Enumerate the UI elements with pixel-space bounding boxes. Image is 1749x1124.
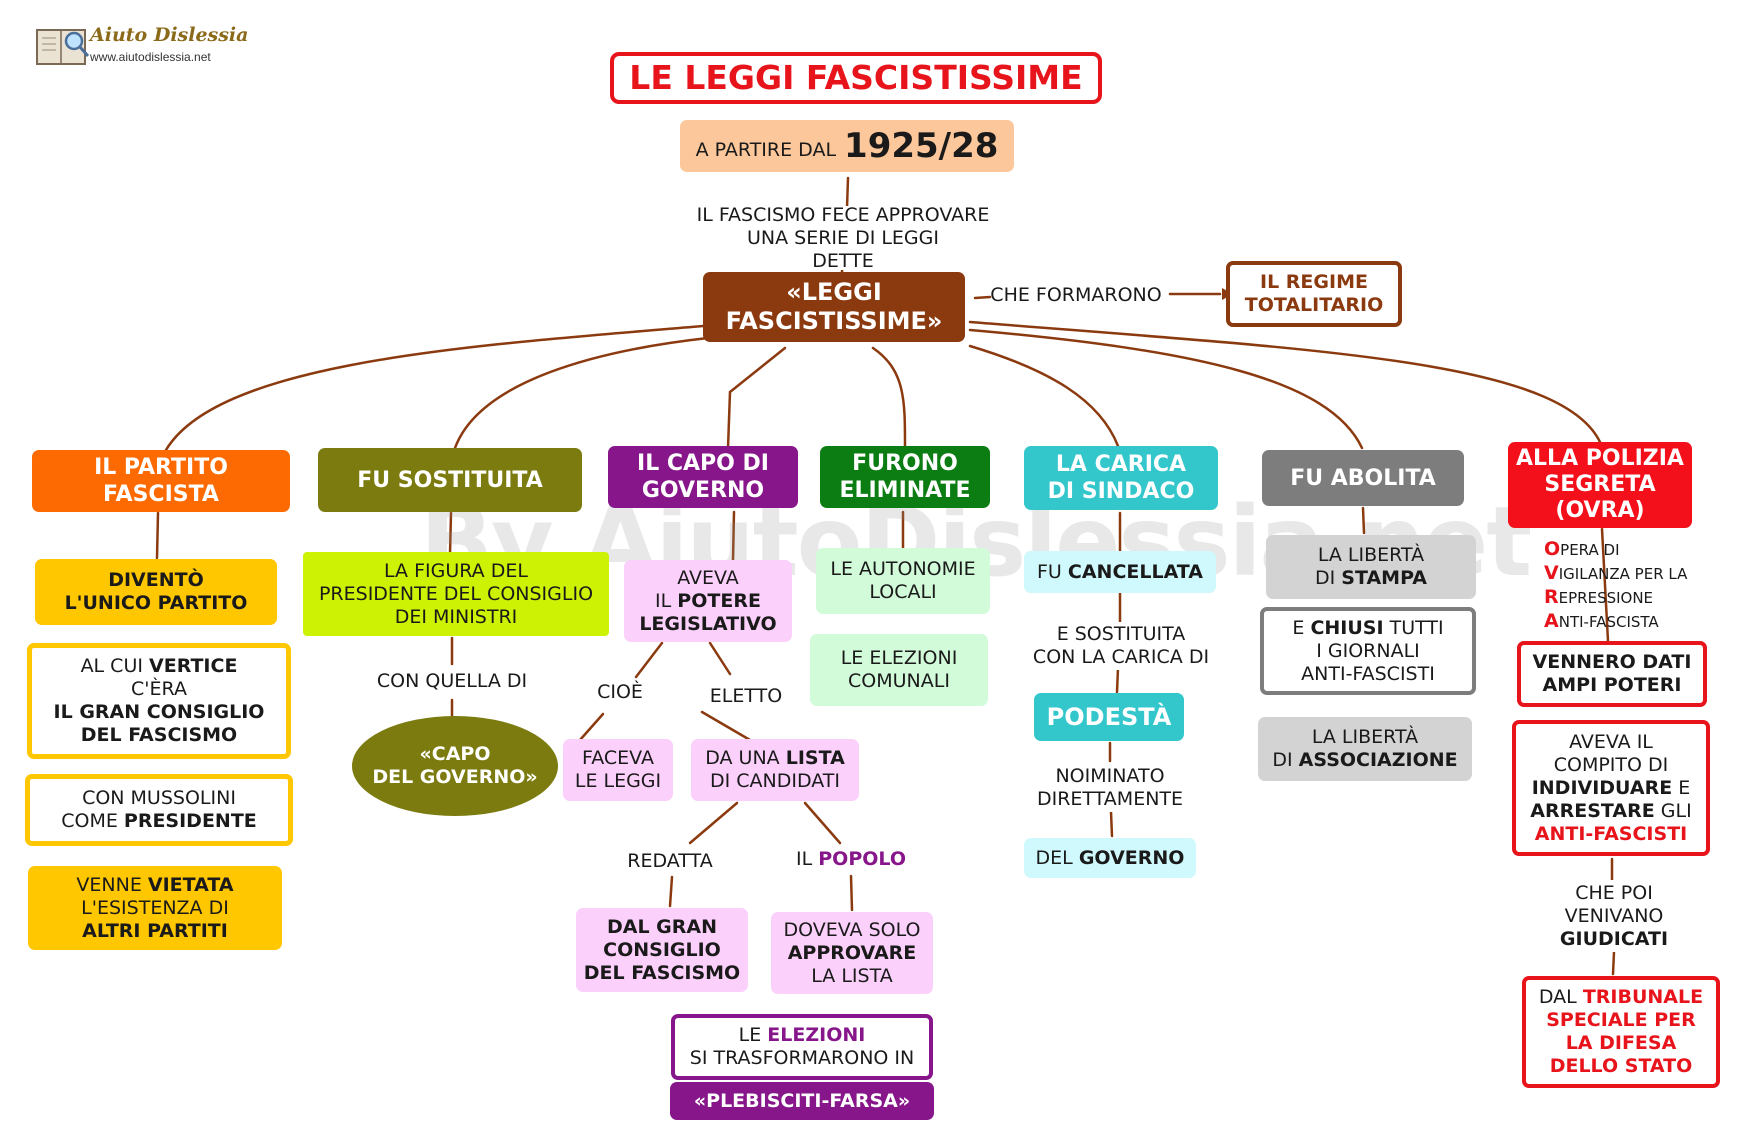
elezioni-box: LE ELEZIONI SI TRASFORMARONO IN bbox=[671, 1014, 933, 1080]
gran-consiglio-box: AL CUI VERTICE C'ÈRA IL GRAN CONSIGLIO D… bbox=[27, 643, 291, 759]
podesta-box: PODESTÀ bbox=[1034, 693, 1184, 741]
partito-fascista-header: IL PARTITO FASCISTA bbox=[32, 450, 290, 512]
fu-sostituita-header: FU SOSTITUITA bbox=[318, 448, 582, 512]
autonomie-locali-box: LE AUTONOMIE LOCALI bbox=[816, 548, 990, 614]
formed-label: CHE FORMARONO bbox=[990, 283, 1162, 306]
date-box: A PARTIRE DAL 1925/28 bbox=[680, 120, 1014, 172]
tribunale-speciale-box: DAL TRIBUNALE SPECIALE PER LA DIFESA DEL… bbox=[1522, 976, 1720, 1088]
liberta-associazione-box: LA LIBERTÀ DI ASSOCIAZIONE bbox=[1258, 717, 1472, 781]
liberta-stampa-box: LA LIBERTÀ DI STAMPA bbox=[1266, 535, 1476, 599]
cioe-label: CIOÈ bbox=[590, 679, 650, 705]
leggi-fascistissime-node: «LEGGI FASCISTISSIME» bbox=[703, 272, 965, 342]
arrestare-antifascisti-box: AVEVA IL COMPITO DI INDIVIDUARE E ARREST… bbox=[1512, 720, 1710, 856]
con-quella-di-label: CON QUELLA DI bbox=[360, 666, 544, 696]
ovra-acronym: OPERA DI VIGILANZA PER LA REPRESSIONE AN… bbox=[1544, 538, 1688, 632]
popolo-label: IL POPOLO bbox=[786, 846, 916, 872]
faceva-le-leggi-box: FACEVA LE LEGGI bbox=[563, 739, 673, 801]
redatta-label: REDATTA bbox=[620, 848, 720, 874]
page-title: LE LEGGI FASCISTISSIME bbox=[610, 52, 1102, 104]
unico-partito-box: DIVENTÒ L'UNICO PARTITO bbox=[35, 559, 277, 625]
site-logo[interactable]: Aiuto Dislessia www.aiutodislessia.net bbox=[34, 24, 248, 70]
furono-eliminate-header: FURONO ELIMINATE bbox=[820, 446, 990, 508]
sostituita-carica-label: E SOSTITUITA CON LA CARICA DI bbox=[1016, 622, 1226, 670]
fu-cancellata-box: FU CANCELLATA bbox=[1024, 551, 1216, 593]
eletto-label: ELETTO bbox=[704, 683, 788, 709]
approvare-lista-box: DOVEVA SOLO APPROVARE LA LISTA bbox=[771, 912, 933, 994]
vietata-partiti-box: VENNE VIETATA L'ESISTENZA DI ALTRI PARTI… bbox=[28, 866, 282, 950]
lista-candidati-box: DA UNA LISTA DI CANDIDATI bbox=[691, 739, 859, 801]
potere-legislativo-box: AVEVA IL POTERE LEGISLATIVO bbox=[624, 560, 792, 642]
presidente-consiglio-box: LA FIGURA DEL PRESIDENTE DEL CONSIGLIO D… bbox=[303, 552, 609, 636]
fu-abolita-header: FU ABOLITA bbox=[1262, 450, 1464, 506]
del-governo-box: DEL GOVERNO bbox=[1024, 838, 1196, 878]
logo-url: www.aiutodislessia.net bbox=[90, 50, 211, 64]
book-magnifier-icon bbox=[36, 29, 90, 65]
gran-consiglio-fascismo-box: DAL GRAN CONSIGLIO DEL FASCISMO bbox=[576, 908, 748, 992]
plebisciti-farsa-box: «PLEBISCITI-FARSA» bbox=[670, 1082, 934, 1120]
elezioni-comunali-box: LE ELEZIONI COMUNALI bbox=[810, 634, 988, 706]
logo-title: Aiuto Dislessia bbox=[90, 24, 249, 46]
capo-del-governo-oval: «CAPO DEL GOVERNO» bbox=[352, 716, 558, 816]
polizia-segreta-header: ALLA POLIZIA SEGRETA (OVRA) bbox=[1508, 442, 1692, 528]
regime-totalitario-node: IL REGIME TOTALITARIO bbox=[1226, 261, 1402, 327]
mussolini-presidente-box: CON MUSSOLINI COME PRESIDENTE bbox=[25, 774, 293, 846]
ampi-poteri-box: VENNERO DATI AMPI POTERI bbox=[1517, 641, 1707, 707]
giudicati-label: CHE POI VENIVANO GIUDICATI bbox=[1534, 880, 1694, 952]
nominato-label: NOIMINATO DIRETTAMENTE bbox=[1030, 764, 1190, 812]
intro-label: IL FASCISMO FECE APPROVARE UNA SERIE DI … bbox=[688, 204, 998, 272]
capo-di-governo-header: IL CAPO DI GOVERNO bbox=[608, 446, 798, 508]
carica-sindaco-header: LA CARICA DI SINDACO bbox=[1024, 446, 1218, 510]
giornali-chiusi-box: E CHIUSI TUTTI I GIORNALI ANTI-FASCISTI bbox=[1260, 607, 1476, 695]
